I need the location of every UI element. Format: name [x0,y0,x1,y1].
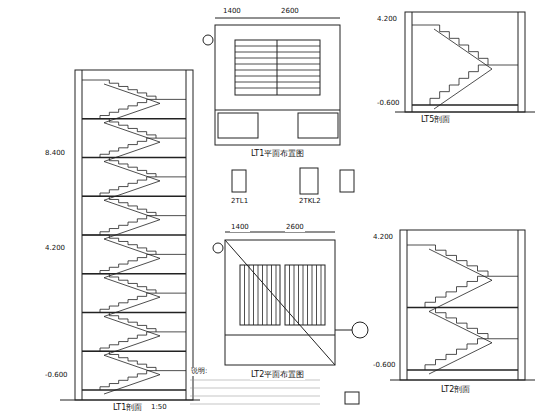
view-title: LT2剖面 [440,386,471,395]
stair-flight [100,99,156,118]
dimension-label: 2TKL2 [298,198,322,206]
stair-flight [100,351,156,370]
stair-flight [100,313,156,332]
dimension-label: -0.600 [44,372,69,380]
dimension-label: -0.600 [376,100,401,108]
stair-flight [100,332,156,351]
stair-flight [425,339,488,370]
view-title: LT5剖面 [420,116,451,125]
stair-flight [100,235,156,254]
stair-flight [425,276,488,307]
view-title: LT1平面布置图 [250,150,305,159]
stair-flight [100,274,156,293]
plan-frame [225,240,335,365]
stair-flight [100,254,156,273]
stair-flight [100,80,156,99]
stair-flight [100,158,156,177]
dimension-label: -0.600 [372,362,397,370]
dimension-label: 4.200 [372,234,394,242]
stair-flight [100,119,156,138]
stair-flight [425,245,488,276]
dimension-label: 2600 [280,8,300,16]
stair-flight [100,196,156,215]
section-frame [75,70,193,400]
dimension-label: 1400 [230,224,250,232]
section-frame [400,230,525,380]
beam-section [232,170,246,192]
view-title: LT1剖面 [112,404,143,413]
stair-flight [100,293,156,312]
stair-flight [100,216,156,235]
stair-flight [430,25,488,65]
dimension-label: 4.200 [44,245,66,253]
dimension-label: 4.200 [376,16,398,24]
stair-flight [430,65,488,105]
dimension-label: 1400 [222,8,242,16]
stair-flight [425,308,488,339]
plan-frame [215,25,340,145]
dimension-label: 2TL1 [230,198,249,206]
dimension-label: 8.400 [44,150,66,158]
stair-flight [100,177,156,196]
dimension-label: 说明: [190,368,208,376]
dimension-label: 1:50 [150,404,168,412]
dimension-label: 2600 [285,224,305,232]
view-title: LT2平面布置图 [250,371,305,380]
stair-flight [100,138,156,157]
stair-flight [100,371,156,390]
section-frame [405,12,525,112]
